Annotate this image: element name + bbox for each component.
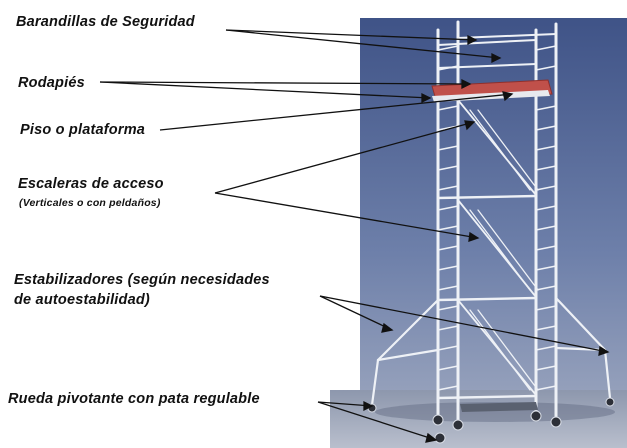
leader-arrows xyxy=(99,29,610,443)
label-escaleras-sub: (Verticales o con peldaños) xyxy=(19,197,161,209)
label-estabilizadores-2: de autoestabilidad) xyxy=(14,292,150,308)
label-rueda: Rueda pivotante con pata regulable xyxy=(8,391,260,407)
label-estabilizadores-1: Estabilizadores (según necesidades xyxy=(14,272,270,288)
photo-floor xyxy=(330,390,627,448)
label-escaleras: Escaleras de acceso xyxy=(18,176,164,192)
label-piso: Piso o plataforma xyxy=(20,122,146,138)
wheels xyxy=(367,397,615,444)
label-barandillas: Barandillas de Seguridad xyxy=(16,14,195,30)
label-rodapies: Rodapiés xyxy=(18,75,85,91)
